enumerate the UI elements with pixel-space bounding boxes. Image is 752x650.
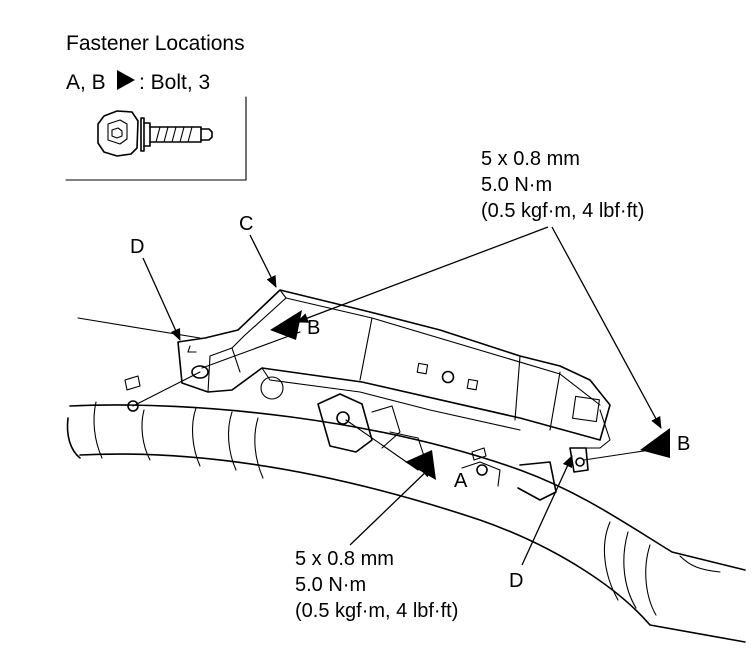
- legend-title: Fastener Locations: [66, 32, 245, 55]
- callout-b-right: B: [677, 433, 690, 455]
- leader-lines: [132, 226, 662, 566]
- bolt-icon: [97, 110, 213, 157]
- callout-a: A: [454, 470, 468, 492]
- main-bracket: [177, 289, 611, 473]
- triangle-marker-icon: [117, 70, 135, 90]
- callout-d-lower: D: [509, 570, 523, 592]
- torque-top-alt: (0.5 kgf·m, 4 lbf·ft): [481, 200, 644, 222]
- torque-bottom-value: 5.0 N·m: [295, 574, 366, 596]
- legend-item-prefix: A, B: [66, 71, 106, 94]
- bolt-marker-b-upper: [270, 310, 302, 340]
- torque-spec-top: 5 x 0.8 mm 5.0 N·m (0.5 kgf·m, 4 lbf·ft): [481, 148, 644, 222]
- body-panel: [66, 317, 746, 643]
- callout-d-upper: D: [130, 236, 144, 258]
- bolt-marker-a: [405, 450, 436, 480]
- torque-bottom-size: 5 x 0.8 mm: [295, 548, 394, 570]
- callout-b-upper: B: [307, 317, 320, 339]
- torque-top-size: 5 x 0.8 mm: [481, 148, 580, 170]
- torque-spec-bottom: 5 x 0.8 mm 5.0 N·m (0.5 kgf·m, 4 lbf·ft): [295, 548, 458, 622]
- legend-box: Fastener Locations A, B : Bolt, 3: [65, 32, 247, 181]
- torque-top-value: 5.0 N·m: [481, 174, 552, 196]
- legend-item-text: : Bolt, 3: [139, 71, 210, 94]
- torque-bottom-alt: (0.5 kgf·m, 4 lbf·ft): [295, 600, 458, 622]
- bolt-marker-b-right: [640, 428, 670, 458]
- callout-c: C: [239, 213, 253, 235]
